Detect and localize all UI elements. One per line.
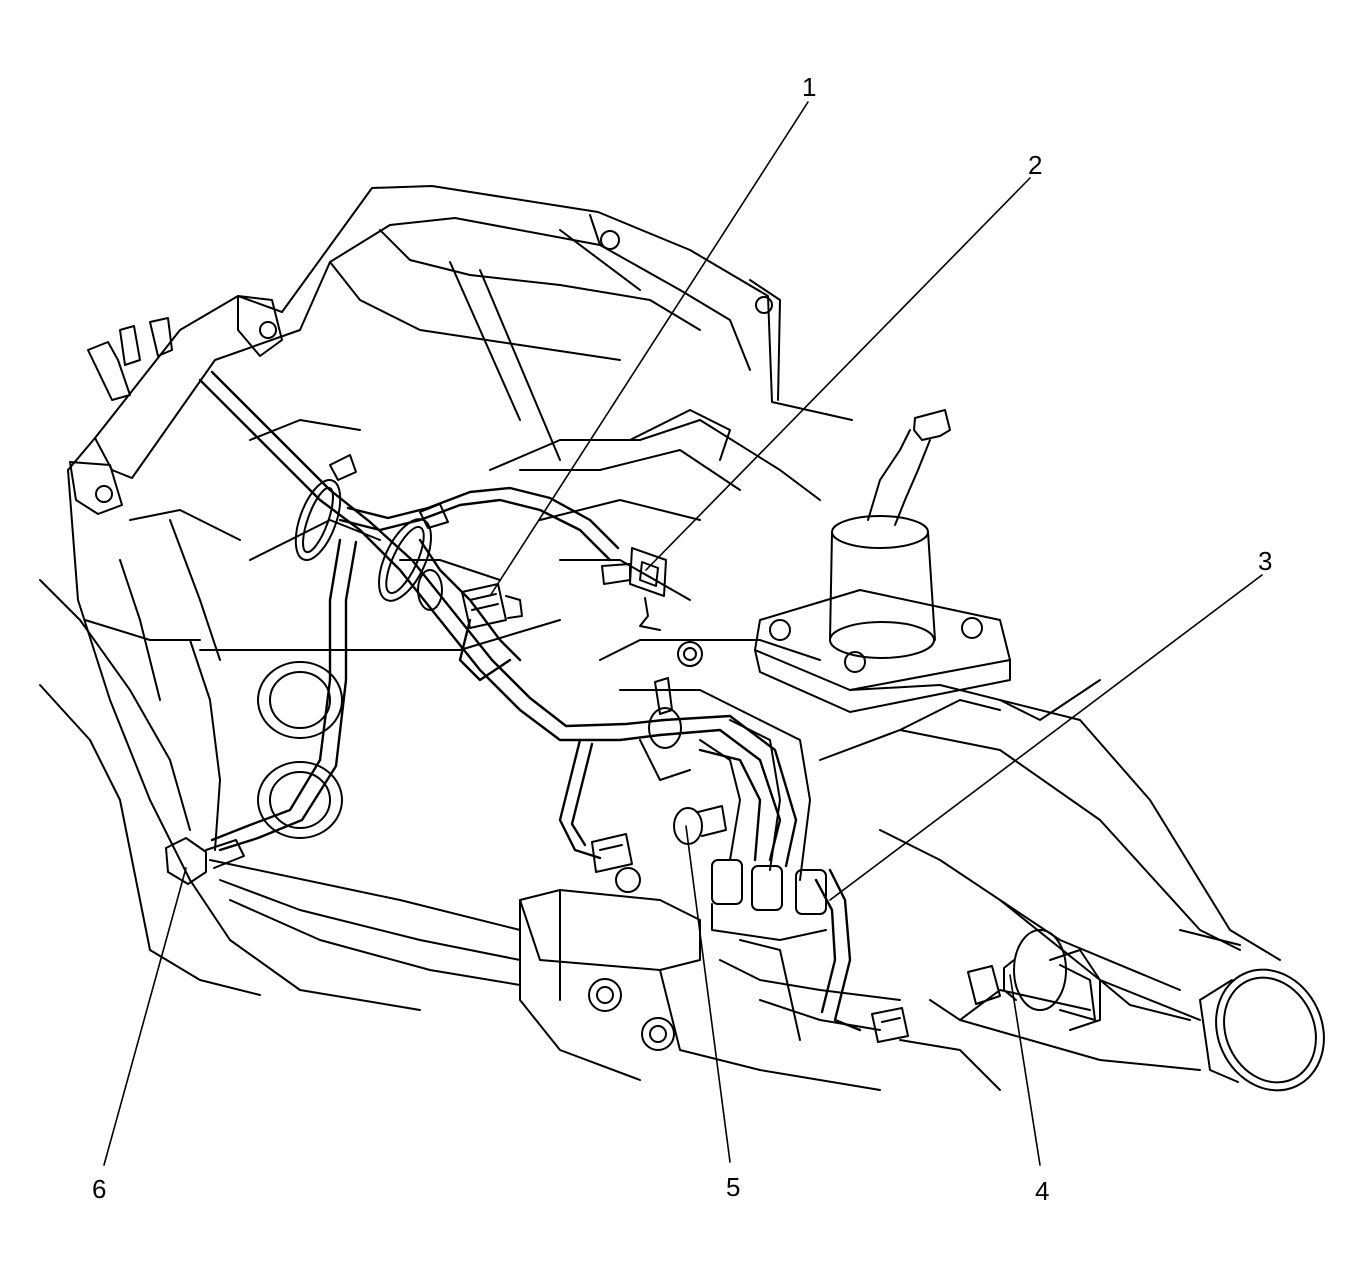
switch-2 (601, 547, 667, 631)
callout-6-label: 6 (92, 1174, 107, 1204)
leader-5 (685, 825, 731, 1163)
callout-1-label: 1 (802, 72, 817, 102)
top-cover (489, 409, 821, 721)
connector-1 (417, 569, 523, 629)
callout-2-label: 2 (1028, 150, 1043, 180)
leader-1 (489, 101, 809, 597)
sensor-4 (871, 929, 1096, 1043)
callout-3-label: 3 (1258, 546, 1273, 576)
sensor-6 (165, 837, 245, 885)
harness-clips (294, 454, 691, 781)
main-case (199, 559, 561, 986)
bell-housing (67, 185, 853, 1011)
shift-solenoids (699, 719, 827, 941)
leader-6 (103, 867, 187, 1166)
shift-lever (754, 409, 1011, 713)
frame-rails (39, 317, 261, 996)
connector-5 (591, 805, 727, 873)
extension-housing (819, 679, 1325, 1092)
lower-case (519, 867, 901, 1091)
wiring-harness (198, 370, 862, 1032)
leader-3 (829, 574, 1263, 901)
callout-leaders (103, 101, 1263, 1166)
leader-2 (645, 177, 1031, 571)
leader-4 (1009, 974, 1041, 1166)
callout-4-label: 4 (1035, 1176, 1050, 1206)
callout-5-label: 5 (726, 1172, 741, 1202)
